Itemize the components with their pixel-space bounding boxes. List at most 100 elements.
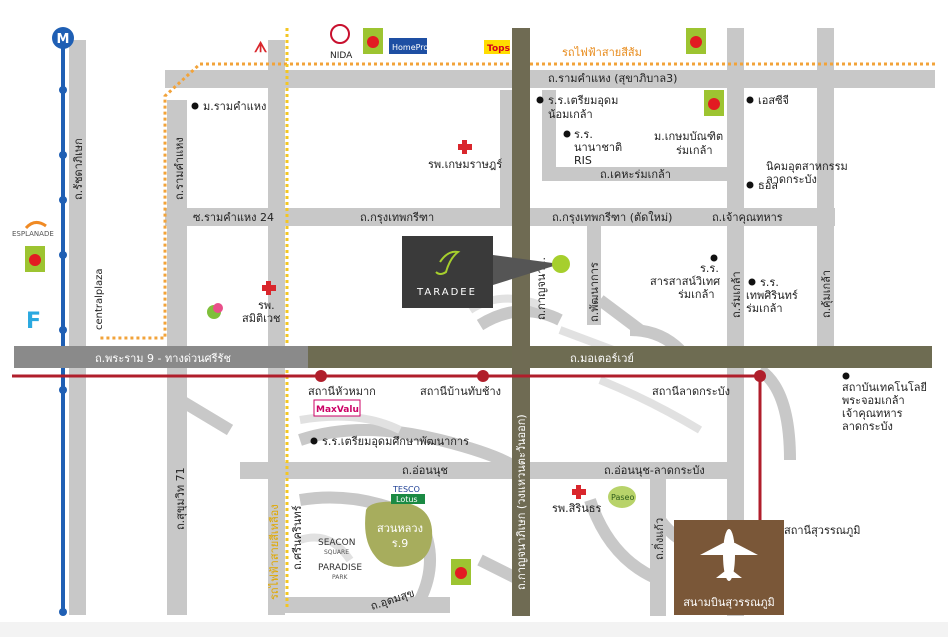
homepro-logo [389, 38, 427, 54]
brand-paseo: Paseo [611, 493, 634, 502]
suan-luang-park [365, 501, 433, 567]
hospital-icon [458, 140, 472, 154]
road-right-2 [817, 28, 834, 358]
bigc-logo-icon [29, 254, 41, 266]
road-label-on-nut: ถ.อ่อนนุช [402, 464, 448, 477]
road-label-king-kaeo: ถ.กิ่งแก้ว [651, 518, 666, 560]
brand-tesco-2: Lotus [396, 495, 418, 504]
park-label-2: ร.9 [392, 537, 408, 550]
red-tv-logo-icon: ᗑ [254, 40, 267, 56]
brand-logos: NIDA HomePro Tops ᗑ ESPLANADE centralpla… [12, 24, 724, 585]
brand-paradise-1: PARADISE [318, 563, 362, 573]
airplane-icon [700, 529, 758, 581]
blue-line-stations [59, 86, 67, 616]
station-suvarnabhumi: สถานีสุวรรณภูมิ [784, 524, 860, 537]
place-ris-1: ร.ร. [574, 128, 593, 141]
place-ris-3: RIS [574, 154, 592, 167]
brand-homepro: HomePro [392, 43, 428, 52]
place-kmitl-2: พระจอมเกล้า [842, 394, 905, 407]
motorway [308, 346, 932, 368]
brand-nida: NIDA [330, 51, 353, 61]
brand-tesco-1: TESCO [392, 485, 420, 494]
road-krungthep-kreetha [165, 208, 835, 226]
expressway-rama9 [14, 346, 308, 368]
hospital-icon [572, 485, 586, 499]
road-label-chao-khun-thahan: ถ.เจ้าคุณทหาร [712, 211, 783, 224]
road-label-krungthep-kreetha: ถ.กรุงเทพกรีฑา [360, 211, 434, 224]
nida-logo-icon [330, 24, 350, 44]
road-label-khet-rom-klao: ถ.เคหะร่มเกล้า [600, 168, 671, 181]
brand-central-plaza: centralplaza [94, 268, 105, 330]
brand-esplanade: ESPLANADE [12, 230, 54, 238]
place-ramkhamhaeng-univ: ม.รามคำแหง [203, 100, 266, 113]
road-vertical-mid [500, 90, 514, 210]
f-logo-icon: F [26, 309, 41, 334]
maxvalu-logo [313, 399, 361, 417]
brand-seacon-1: SEACON [318, 538, 356, 548]
place-triam-udom-nomklao-2: น้อมเกล้า [548, 108, 593, 121]
place-sarasas-1: ร.ร. [700, 262, 719, 275]
place-sarasas-3: ร่มเกล้า [678, 288, 715, 301]
place-samitivej-2: สมิติเวช [242, 312, 281, 325]
road-label-ramkhamhaeng: ถ.รามคำแหง (สุขาภิบาล3) [548, 72, 677, 85]
flower-logo-icon [213, 303, 223, 313]
place-triam-udom-nomklao-1: ร.ร.เตรียมอุดม [548, 94, 618, 107]
place-ris-2: นานาชาติ [574, 141, 622, 154]
paseo-logo [608, 486, 636, 508]
hospital-icon [262, 281, 276, 295]
road-kanchanaphisek [512, 28, 530, 616]
road-label-khum-klao: ถ.คุ้มเกล้า [820, 270, 833, 318]
station-lat-krabang: สถานีลาดกระบัง [652, 385, 730, 398]
place-kmitl-3: เจ้าคุณทหาร [842, 407, 903, 420]
place-samitivej-1: รพ. [258, 299, 275, 312]
place-thos: ธอส [758, 179, 778, 192]
road-label-kanchanaphisek-short: ถ.กาญจนา... [535, 257, 548, 320]
bigc-logo-icon [690, 36, 702, 48]
road-network [69, 28, 935, 616]
taradee-box [402, 236, 493, 308]
road-label-ramkhamhaeng-vertical: ถ.รามคำแหง [173, 137, 186, 200]
taradee-name: TARADEE [416, 287, 477, 298]
road-label-srinakarin: ถ.ศรีนครินทร์ [291, 505, 304, 570]
road-label-rom-klao: ถ.ร่มเกล้า [730, 271, 743, 318]
road-on-nut [240, 462, 740, 479]
orange-line-label: รถไฟฟ้าสายสีส้ม [562, 46, 642, 59]
orange-line [98, 62, 935, 340]
taradee-leaf-icon [435, 250, 461, 275]
taradee-pointer [493, 255, 560, 285]
tops-logo [484, 40, 510, 54]
place-kasem-bundit-1: ม.เกษมบัณฑิต [654, 130, 723, 143]
road-label-on-nut-lat-krabang: ถ.อ่อนนุช-ลาดกระบัง [604, 464, 705, 477]
road-ramkhamhaeng [165, 70, 935, 88]
place-thepsirin-2: เทพศิรินทร์ [746, 289, 798, 302]
station-hua-mak: สถานีหัวหมาก [308, 385, 376, 398]
road-vertical-mid2 [542, 90, 556, 180]
place-dots [191, 96, 850, 445]
expressway-label: ถ.พระราม 9 - ทางด่วนศรีรัช [95, 352, 231, 365]
road-label-soi-ramkhamhaeng-24: ซ.รามคำแหง 24 [193, 211, 274, 224]
place-thepsirin-1: ร.ร. [760, 276, 779, 289]
road-label-ratchada: ถ.รัชดาภิเษก [72, 138, 85, 200]
brand-tops: Tops [487, 44, 510, 54]
metro-logo-bg [52, 27, 74, 49]
bigc-logo-icon [367, 36, 379, 48]
place-kmitl-1: สถาบันเทคโนโลยี [842, 380, 927, 394]
bigc-logo-icon [708, 98, 720, 110]
metro-logo: M [57, 32, 70, 47]
bigc-logo-icon [455, 567, 467, 579]
yellow-line-label: รถไฟฟ้าสายสีเหลือง [268, 504, 281, 600]
road-udomsuk [270, 597, 450, 613]
place-kasem-bundit-2: ร่มเกล้า [676, 144, 713, 157]
place-thepsirin-3: ร่มเกล้า [746, 302, 783, 315]
brand-seacon-2: SQUARE [324, 549, 349, 556]
motorway-label: ถ.มอเตอร์เวย์ [570, 352, 634, 365]
brand-paradise-2: PARK [332, 574, 349, 581]
taradee-location-pin [552, 255, 570, 273]
airport-label: สนามบินสุวรรณภูมิ [683, 596, 775, 609]
esplanade-logo-icon [24, 221, 47, 230]
road-pattanakarn [587, 225, 601, 325]
kanchanaphisek-label: ถ.กาญจนาภิเษก (วงแหวนตะวันออก) [515, 414, 528, 590]
place-sarasas-2: สารสาสน์วิเทศ [650, 275, 720, 288]
place-triam-udom-pattanakarn: ร.ร.เตรียมอุดมศึกษาพัฒนาการ [322, 435, 469, 448]
